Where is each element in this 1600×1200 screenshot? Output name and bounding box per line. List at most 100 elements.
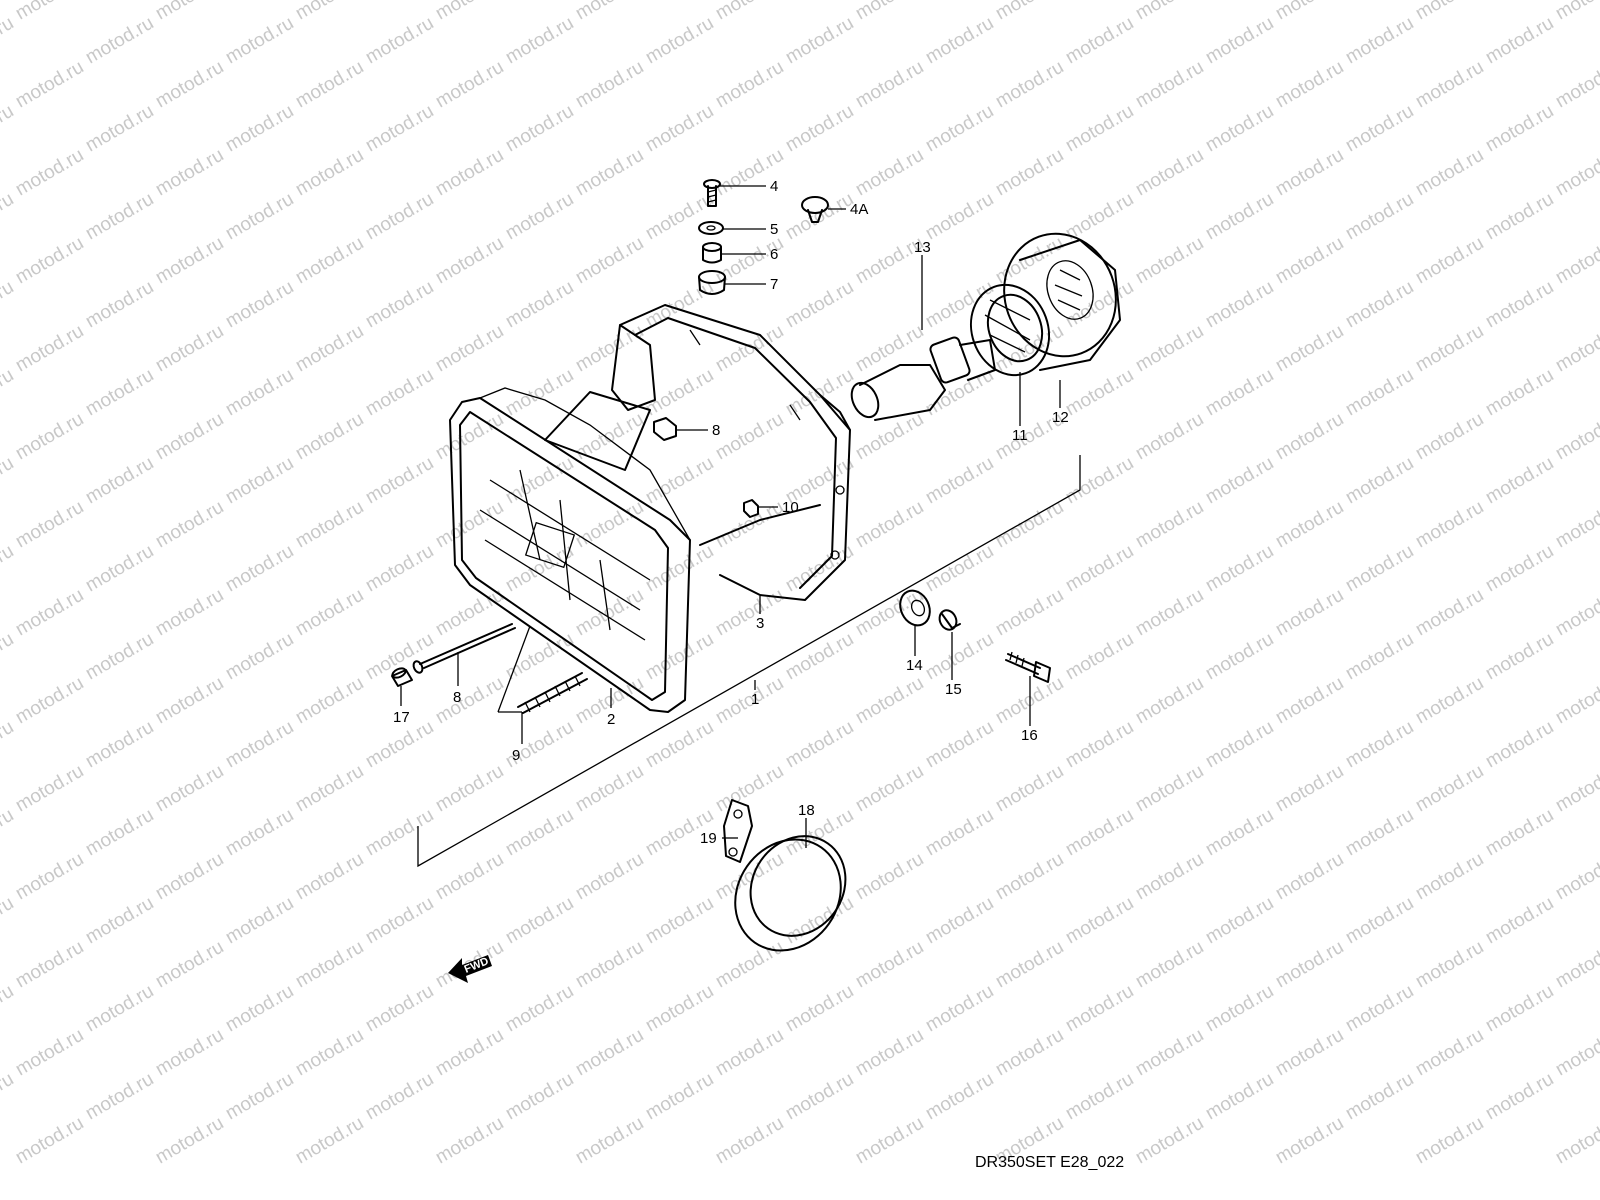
watermark-text: motod.ru — [1062, 13, 1137, 69]
watermark-text: motod.ru — [992, 321, 1067, 377]
watermark-text: motod.ru — [152, 937, 227, 993]
watermark-text: motod.ru — [502, 13, 577, 69]
watermark-text: motod.ru — [1272, 497, 1347, 553]
callout-5: 5 — [770, 221, 778, 238]
watermark-text: motod.ru — [1552, 673, 1600, 729]
watermark-text: motod.ru — [782, 1069, 857, 1125]
watermark-text: motod.ru — [712, 1025, 787, 1081]
watermark-text: motod.ru — [0, 541, 17, 597]
watermark-text: motod.ru — [642, 101, 717, 157]
watermark-text: motod.ru — [712, 585, 787, 641]
callout-4a: 4A — [850, 201, 868, 218]
watermark-text: motod.ru — [362, 541, 437, 597]
watermark-text: motod.ru — [12, 849, 87, 905]
watermark-text: motod.ru — [1062, 365, 1137, 421]
watermark-text: motod.ru — [432, 57, 507, 113]
watermark-text: motod.ru — [1342, 101, 1417, 157]
watermark-text: motod.ru — [12, 409, 87, 465]
watermark-text: motod.ru — [1132, 145, 1207, 201]
watermark-text: motod.ru — [292, 497, 367, 553]
watermark-text: motod.ru — [1132, 1025, 1207, 1081]
grommet-7 — [698, 270, 726, 295]
callout-labels: 4 4A 5 6 7 8 10 13 11 12 3 1 2 8 17 9 14… — [393, 178, 1069, 847]
watermark-text: motod.ru — [852, 1113, 927, 1169]
watermark-text: motod.ru — [82, 1069, 157, 1125]
spring-10 — [517, 672, 588, 714]
watermark-text: motod.ru — [1342, 189, 1417, 245]
watermark-text: motod.ru — [572, 57, 647, 113]
watermark-text: motod.ru — [222, 277, 297, 333]
watermark-text: motod.ru — [1132, 497, 1207, 553]
watermark-text: motod.ru — [292, 0, 367, 24]
watermark-text: motod.ru — [1552, 57, 1600, 113]
grommet-15 — [899, 589, 931, 627]
watermark-text: motod.ru — [502, 541, 577, 597]
watermark-text: motod.ru — [292, 321, 367, 377]
watermark-text: motod.ru — [1412, 849, 1487, 905]
watermark-text: motod.ru — [0, 365, 17, 421]
watermark-text: motod.ru — [1482, 805, 1557, 861]
watermark-text: motod.ru — [1552, 1113, 1600, 1169]
watermark-text: motod.ru — [0, 189, 17, 245]
watermark-text: motod.ru — [782, 365, 857, 421]
watermark-text: motod.ru — [1342, 277, 1417, 333]
watermark-text: motod.ru — [292, 761, 367, 817]
watermark-text: motod.ru — [852, 57, 927, 113]
callout-10: 9 — [512, 747, 520, 764]
watermark-text: motod.ru — [222, 365, 297, 421]
watermark-text: motod.ru — [12, 321, 87, 377]
watermark-text: motod.ru — [292, 57, 367, 113]
callout-15: 14 — [906, 657, 923, 674]
watermark-text: motod.ru — [712, 761, 787, 817]
watermark-text: motod.ru — [82, 629, 157, 685]
watermark-text: motod.ru — [852, 145, 927, 201]
watermark-text: motod.ru — [782, 277, 857, 333]
watermark-text: motod.ru — [432, 761, 507, 817]
watermark-text: motod.ru — [572, 233, 647, 289]
watermark-text: motod.ru — [712, 673, 787, 729]
watermark-text: motod.ru — [152, 497, 227, 553]
watermark-text: motod.ru — [1062, 629, 1137, 685]
watermark-text: motod.ru — [572, 145, 647, 201]
watermark-text: motod.ru — [152, 0, 227, 24]
watermark-text: motod.ru — [1132, 761, 1207, 817]
watermark-text: motod.ru — [222, 717, 297, 773]
watermark-text: motod.ru — [1552, 409, 1600, 465]
callout-17: 16 — [1021, 727, 1038, 744]
watermark-text: motod.ru — [1342, 893, 1417, 949]
adjust-screw-9 — [412, 623, 516, 674]
watermark-text: motod.ru — [432, 673, 507, 729]
watermark-text: motod.ru — [0, 629, 17, 685]
watermark-text: motod.ru — [502, 277, 577, 333]
watermark-text: motod.ru — [152, 233, 227, 289]
watermark-text: motod.ru — [502, 805, 577, 861]
watermark-text: motod.ru — [1412, 1113, 1487, 1169]
callout-3: 3 — [756, 615, 764, 632]
collar-16 — [938, 609, 961, 631]
callout-16: 15 — [945, 681, 962, 698]
watermark-text: motod.ru — [992, 849, 1067, 905]
sealed-beam-unit — [449, 387, 691, 713]
watermark-text: motod.ru — [1132, 585, 1207, 641]
watermark-text: motod.ru — [12, 1113, 87, 1169]
watermark-text: motod.ru — [1412, 409, 1487, 465]
watermark-text: motod.ru — [152, 409, 227, 465]
watermark-text: motod.ru — [1342, 541, 1417, 597]
watermark-text: motod.ru — [852, 761, 927, 817]
watermark-text: motod.ru — [502, 629, 577, 685]
watermark-text: motod.ru — [1342, 1069, 1417, 1125]
watermark-text: motod.ru — [0, 1069, 17, 1125]
nut-11 — [743, 499, 759, 518]
watermark-text: motod.ru — [12, 1025, 87, 1081]
watermark-text: motod.ru — [12, 0, 87, 24]
watermark-text: motod.ru — [1202, 453, 1277, 509]
callout-6: 6 — [770, 246, 778, 263]
watermark-text: motod.ru — [502, 893, 577, 949]
watermark-text: motod.ru — [1342, 805, 1417, 861]
watermark-text: motod.ru — [12, 761, 87, 817]
watermark-text: motod.ru — [992, 57, 1067, 113]
watermark-text: motod.ru — [642, 717, 717, 773]
watermark-text: motod.ru — [1412, 145, 1487, 201]
